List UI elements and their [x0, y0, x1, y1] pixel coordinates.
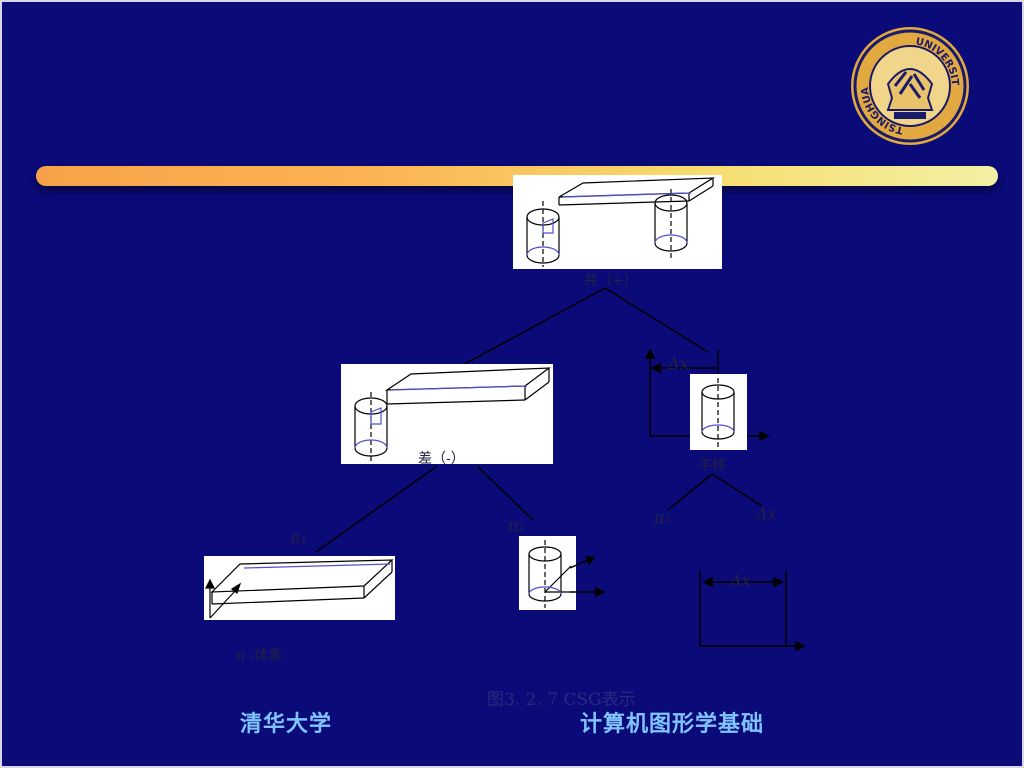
difference-solid-icon — [354, 367, 551, 462]
tsinghua-seal-icon: UNIVERSITY TSINGHUA — [843, 16, 969, 145]
cylinder-primitive-panel — [519, 536, 576, 610]
union-result-panel — [513, 175, 722, 269]
pi2-label: π₂ — [508, 516, 525, 535]
delta-x-bottom-label: Δx — [730, 571, 751, 590]
edge-difference-pi1 — [315, 465, 438, 553]
footer-university: 清华大学 — [240, 712, 333, 737]
cylinder-axes-arrows — [570, 556, 606, 598]
edge-root-translate — [604, 287, 709, 353]
cylinder-icon — [701, 378, 735, 448]
delta-x-mid-label: Δx — [756, 504, 777, 523]
root-union-label: 并（+） — [584, 273, 638, 289]
figure-caption: 图3. 2. 7 CSG表示 — [487, 690, 636, 710]
box-primitive-panel — [204, 556, 395, 620]
delta-x-top-label: Δx — [668, 354, 689, 373]
tsinghua-logo: UNIVERSITY TSINGHUA — [843, 16, 972, 148]
edge-root-difference — [449, 287, 606, 373]
edge-translate-pi2 — [667, 473, 713, 511]
cylinder-primitive-icon — [528, 540, 573, 608]
edge-translate-deltax — [711, 473, 763, 507]
pi1-label: π₁ — [290, 528, 307, 547]
primitive-label: π -体素 — [236, 648, 283, 664]
difference-label: 差（-） — [418, 451, 465, 467]
translated-cylinder-panel — [690, 374, 747, 450]
deltax-box — [699, 570, 806, 652]
edge-difference-pi2 — [476, 465, 534, 521]
box-primitive-icon — [205, 559, 394, 619]
union-solid-icon — [526, 177, 716, 267]
pi2-translate-label: π₂ — [654, 508, 671, 527]
translate-label: 平移 — [698, 458, 726, 474]
difference-result-panel — [341, 364, 553, 464]
footer-course: 计算机图形学基础 — [580, 712, 765, 737]
